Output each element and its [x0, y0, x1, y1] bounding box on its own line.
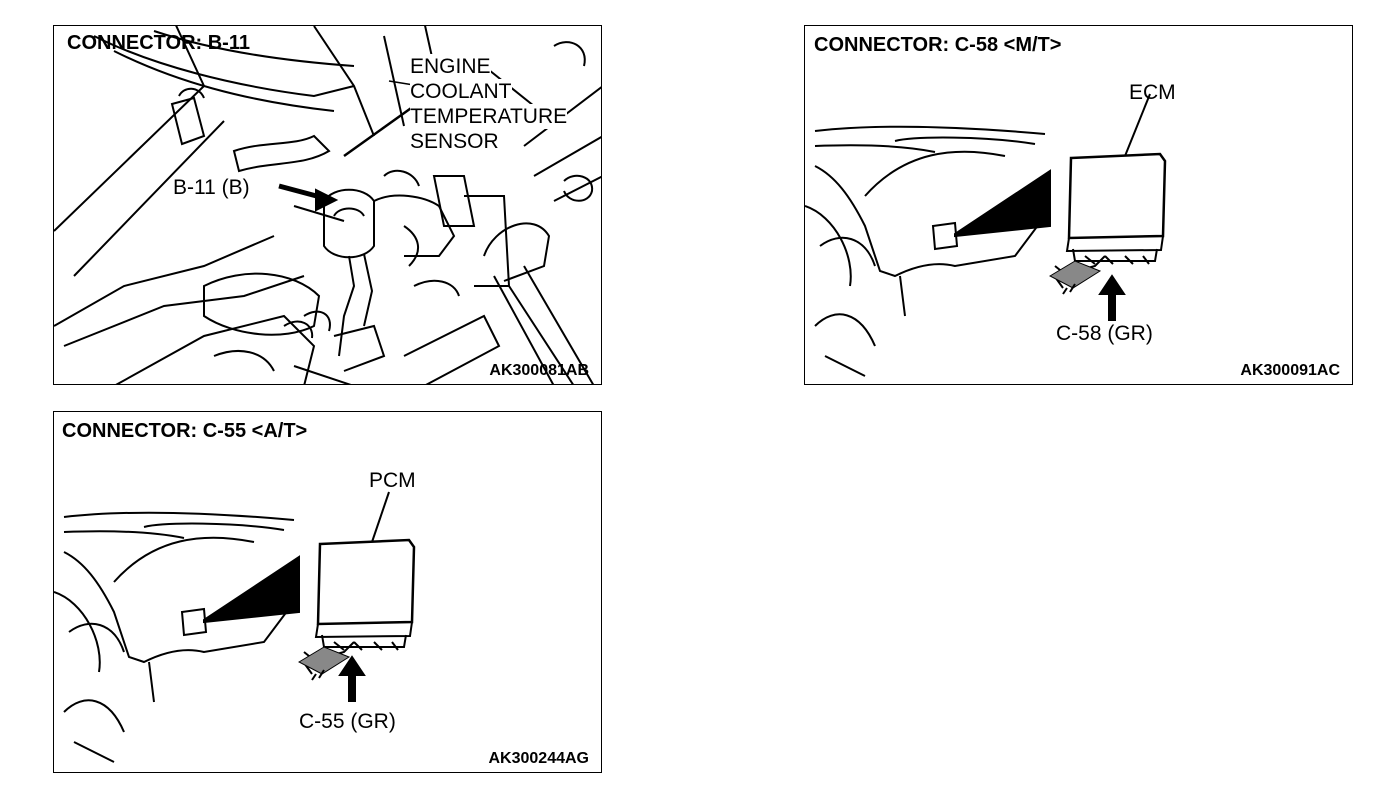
- callout-label-line-2: COOLANT: [410, 79, 512, 104]
- figure-code: AK300081AB: [489, 362, 589, 379]
- dashboard-ecm-illustration: [805, 93, 1167, 377]
- connector-c58-panel: CONNECTOR: C-58 <M/T> ECM C-58 (GR) AK30…: [804, 25, 1353, 385]
- ecm-label: ECM: [1129, 81, 1176, 104]
- callout-label-line-1: ENGINE: [410, 54, 491, 79]
- panel-title: CONNECTOR: B-11: [67, 32, 250, 54]
- connector-label: C-58 (GR): [1056, 322, 1153, 345]
- figure-code: AK300244AG: [488, 750, 590, 767]
- panel-title: CONNECTOR: C-58 <M/T>: [814, 34, 1062, 56]
- connector-b11-panel: CONNECTOR: B-11 ENGINE COOLANT TEMPERATU…: [53, 25, 602, 385]
- callout-label-line-4: SENSOR: [410, 129, 499, 154]
- figure-code: AK300091AC: [1240, 362, 1340, 379]
- panel-title: CONNECTOR: C-55 <A/T>: [62, 420, 308, 442]
- callout-label-line-3: TEMPERATURE: [410, 104, 568, 129]
- engine-bay-illustration: [54, 26, 601, 384]
- pcm-label: PCM: [369, 469, 416, 492]
- connector-c55-panel: CONNECTOR: C-55 <A/T> PCM C-55 (GR) AK30…: [53, 411, 602, 773]
- connector-label: B-11 (B): [173, 175, 250, 200]
- dashboard-pcm-illustration: [54, 491, 416, 763]
- connector-label: C-55 (GR): [299, 710, 396, 733]
